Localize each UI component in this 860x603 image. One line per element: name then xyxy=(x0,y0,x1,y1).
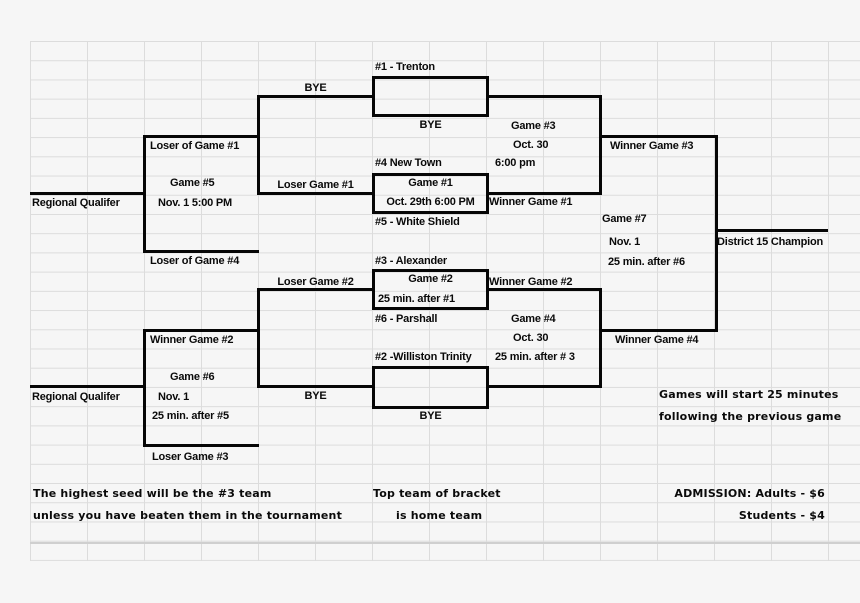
seed1-label: #1 - Trenton xyxy=(375,61,435,73)
loser-game3-label: Loser Game #3 xyxy=(152,451,229,463)
game7-time: 25 min. after #6 xyxy=(608,256,685,268)
game6-title: Game #6 xyxy=(170,371,215,383)
vline-game5 xyxy=(143,135,146,253)
line-bye-top-feeder xyxy=(257,95,374,98)
loser-game1-label: Loser Game #1 xyxy=(277,179,354,191)
line-game2-loser xyxy=(257,288,374,291)
seed-rule-note-line1: The highest seed will be the #3 team xyxy=(33,487,272,500)
line-bye-bottom-feeder xyxy=(257,385,374,388)
regional-qualifier-top-label: Regional Qualifer xyxy=(32,197,120,209)
game6-time: 25 min. after #5 xyxy=(152,410,229,422)
line-game2-winner xyxy=(487,288,601,291)
bye-label-top: BYE xyxy=(304,82,327,94)
vline-game3 xyxy=(599,95,602,195)
box-seed1-bye-slot xyxy=(372,76,489,117)
start-rule-note-line1: Games will start 25 minutes xyxy=(659,388,839,401)
game4-title: Game #4 xyxy=(511,313,556,325)
seed2-label: #2 -Williston Trinity xyxy=(375,351,472,363)
loser-of-game1-label: Loser of Game #1 xyxy=(150,140,240,152)
game2-title: Game #2 xyxy=(408,273,453,285)
line-game5-top xyxy=(143,135,259,138)
bye-label-bottom-feeder: BYE xyxy=(304,390,327,402)
line-game6-bottom xyxy=(143,444,259,447)
box-seed2-bye-slot xyxy=(372,366,489,409)
loser-game2-label: Loser Game #2 xyxy=(277,276,354,288)
line-game4-winner xyxy=(599,329,717,332)
game1-time: Oct. 29th 6:00 PM xyxy=(386,196,475,208)
seed3-label: #3 - Alexander xyxy=(375,255,447,267)
line-game5-bottom xyxy=(143,250,259,253)
line-trenton-winner xyxy=(487,95,601,98)
line-regional-qualifier-bottom xyxy=(30,385,145,388)
start-rule-note-line2: following the previous game xyxy=(659,410,842,423)
game7-title: Game #7 xyxy=(602,213,647,225)
winner-game2-left-label: Winner Game #2 xyxy=(150,334,234,346)
seed4-label: #4 New Town xyxy=(375,157,442,169)
grid-divider-rule xyxy=(30,542,860,544)
vline-game6 xyxy=(143,329,146,447)
game4-date: Oct. 30 xyxy=(513,332,549,344)
home-team-note-line1: Top team of bracket xyxy=(373,487,501,500)
champion-label: District 15 Champion xyxy=(717,236,824,248)
admission-note-line2: Students - $4 xyxy=(738,509,825,522)
vline-left-top-connector xyxy=(257,95,260,195)
winner-game2-label: Winner Game #2 xyxy=(489,276,573,288)
winner-game1-label: Winner Game #1 xyxy=(489,196,573,208)
spreadsheet-grid xyxy=(30,41,860,561)
bye-label-seed1-slot: BYE xyxy=(419,119,442,131)
admission-note-line1: ADMISSION: Adults - $6 xyxy=(674,487,825,500)
game5-title: Game #5 xyxy=(170,177,215,189)
vline-left-bottom-connector xyxy=(257,288,260,388)
game7-date: Nov. 1 xyxy=(609,236,640,248)
line-game1-winner xyxy=(487,192,601,195)
line-champion xyxy=(715,229,828,232)
game6-date: Nov. 1 xyxy=(158,391,189,403)
game5-time: Nov. 1 5:00 PM xyxy=(158,197,233,209)
home-team-note-line2: is home team xyxy=(396,509,483,522)
winner-game3-label: Winner Game #3 xyxy=(610,140,694,152)
line-regional-qualifier-top xyxy=(30,192,145,195)
line-game1-loser xyxy=(257,192,374,195)
vline-game7 xyxy=(715,135,718,332)
box-game1 xyxy=(372,173,489,214)
line-game3-winner xyxy=(599,135,717,138)
box-game2 xyxy=(372,269,489,310)
game1-title: Game #1 xyxy=(408,177,453,189)
game4-time: 25 min. after # 3 xyxy=(495,351,575,363)
game2-time: 25 min. after #1 xyxy=(378,293,455,305)
loser-of-game4-label: Loser of Game #4 xyxy=(150,255,240,267)
line-game6-top xyxy=(143,329,259,332)
seed-rule-note-line2: unless you have beaten them in the tourn… xyxy=(33,509,343,522)
regional-qualifier-bottom-label: Regional Qualifer xyxy=(32,391,120,403)
game3-time: 6:00 pm xyxy=(495,157,536,169)
seed5-label: #5 - White Shield xyxy=(375,216,460,228)
winner-game4-label: Winner Game #4 xyxy=(615,334,699,346)
vline-game4 xyxy=(599,288,602,388)
line-williston-winner xyxy=(487,385,601,388)
bye-label-seed2-slot: BYE xyxy=(419,410,442,422)
game3-title: Game #3 xyxy=(511,120,556,132)
game3-date: Oct. 30 xyxy=(513,139,549,151)
seed6-label: #6 - Parshall xyxy=(375,313,438,325)
